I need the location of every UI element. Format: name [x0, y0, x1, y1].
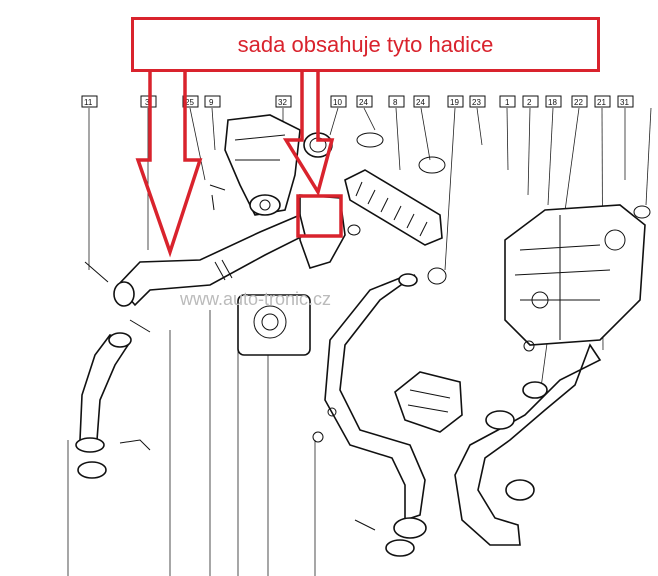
red-arrows	[135, 72, 343, 258]
part-label-24a-text: 24	[359, 98, 368, 107]
part-label-31: 31	[617, 95, 634, 108]
center-hose	[312, 273, 427, 557]
red-arrow-left	[135, 72, 203, 258]
part-label-3-text: 3	[145, 98, 150, 107]
corrugated-hose	[344, 169, 443, 246]
intercooler-box	[394, 371, 463, 433]
part-label-10: 10	[330, 95, 347, 108]
part-label-18-text: 18	[548, 98, 557, 107]
part-label-24b: 24	[413, 95, 430, 108]
part-label-1: 1	[499, 95, 516, 108]
part-label-25-text: 25	[185, 98, 194, 107]
part-label-21-text: 21	[597, 98, 606, 107]
intake-manifold	[224, 114, 301, 216]
red-arrow-right	[282, 72, 335, 197]
part-label-21: 21	[594, 95, 611, 108]
part-label-23-text: 23	[472, 98, 481, 107]
part-label-2: 2	[522, 95, 539, 108]
throttle-body	[237, 194, 346, 356]
part-label-19: 19	[447, 95, 464, 108]
part-label-2-text: 2	[527, 98, 532, 107]
part-label-31-text: 31	[620, 98, 629, 107]
part-label-8: 8	[388, 95, 405, 108]
right-lower-hose	[454, 340, 602, 546]
highlight-box	[296, 194, 343, 238]
part-label-19-text: 19	[450, 98, 459, 107]
part-label-8-text: 8	[393, 98, 398, 107]
engine-block	[504, 204, 646, 346]
part-label-24b-text: 24	[416, 98, 425, 107]
callout-box: sada obsahuje tyto hadice	[131, 17, 600, 72]
part-label-1-text: 1	[505, 98, 510, 107]
part-label-22: 22	[571, 95, 588, 108]
part-label-32: 32	[275, 95, 292, 108]
watermark: www.auto-tronic.cz	[179, 289, 331, 309]
part-label-9: 9	[204, 95, 221, 108]
part-label-18: 18	[545, 95, 562, 108]
part-label-group: 11 3 25 9 32 10 24 8 24 19 23 1 2 18 22 …	[81, 95, 634, 108]
callout-text: sada obsahuje tyto hadice	[237, 32, 494, 57]
part-label-11-text: 11	[84, 98, 93, 107]
part-label-23: 23	[469, 95, 486, 108]
part-label-25: 25	[182, 95, 199, 108]
part-label-10-text: 10	[333, 98, 342, 107]
part-label-32-text: 32	[278, 98, 287, 107]
leader-lines	[67, 107, 652, 576]
part-label-24a: 24	[356, 95, 373, 108]
part-label-9-text: 9	[209, 98, 214, 107]
part-label-11: 11	[81, 95, 98, 108]
elbow-hose	[75, 332, 151, 479]
part-label-22-text: 22	[574, 98, 583, 107]
